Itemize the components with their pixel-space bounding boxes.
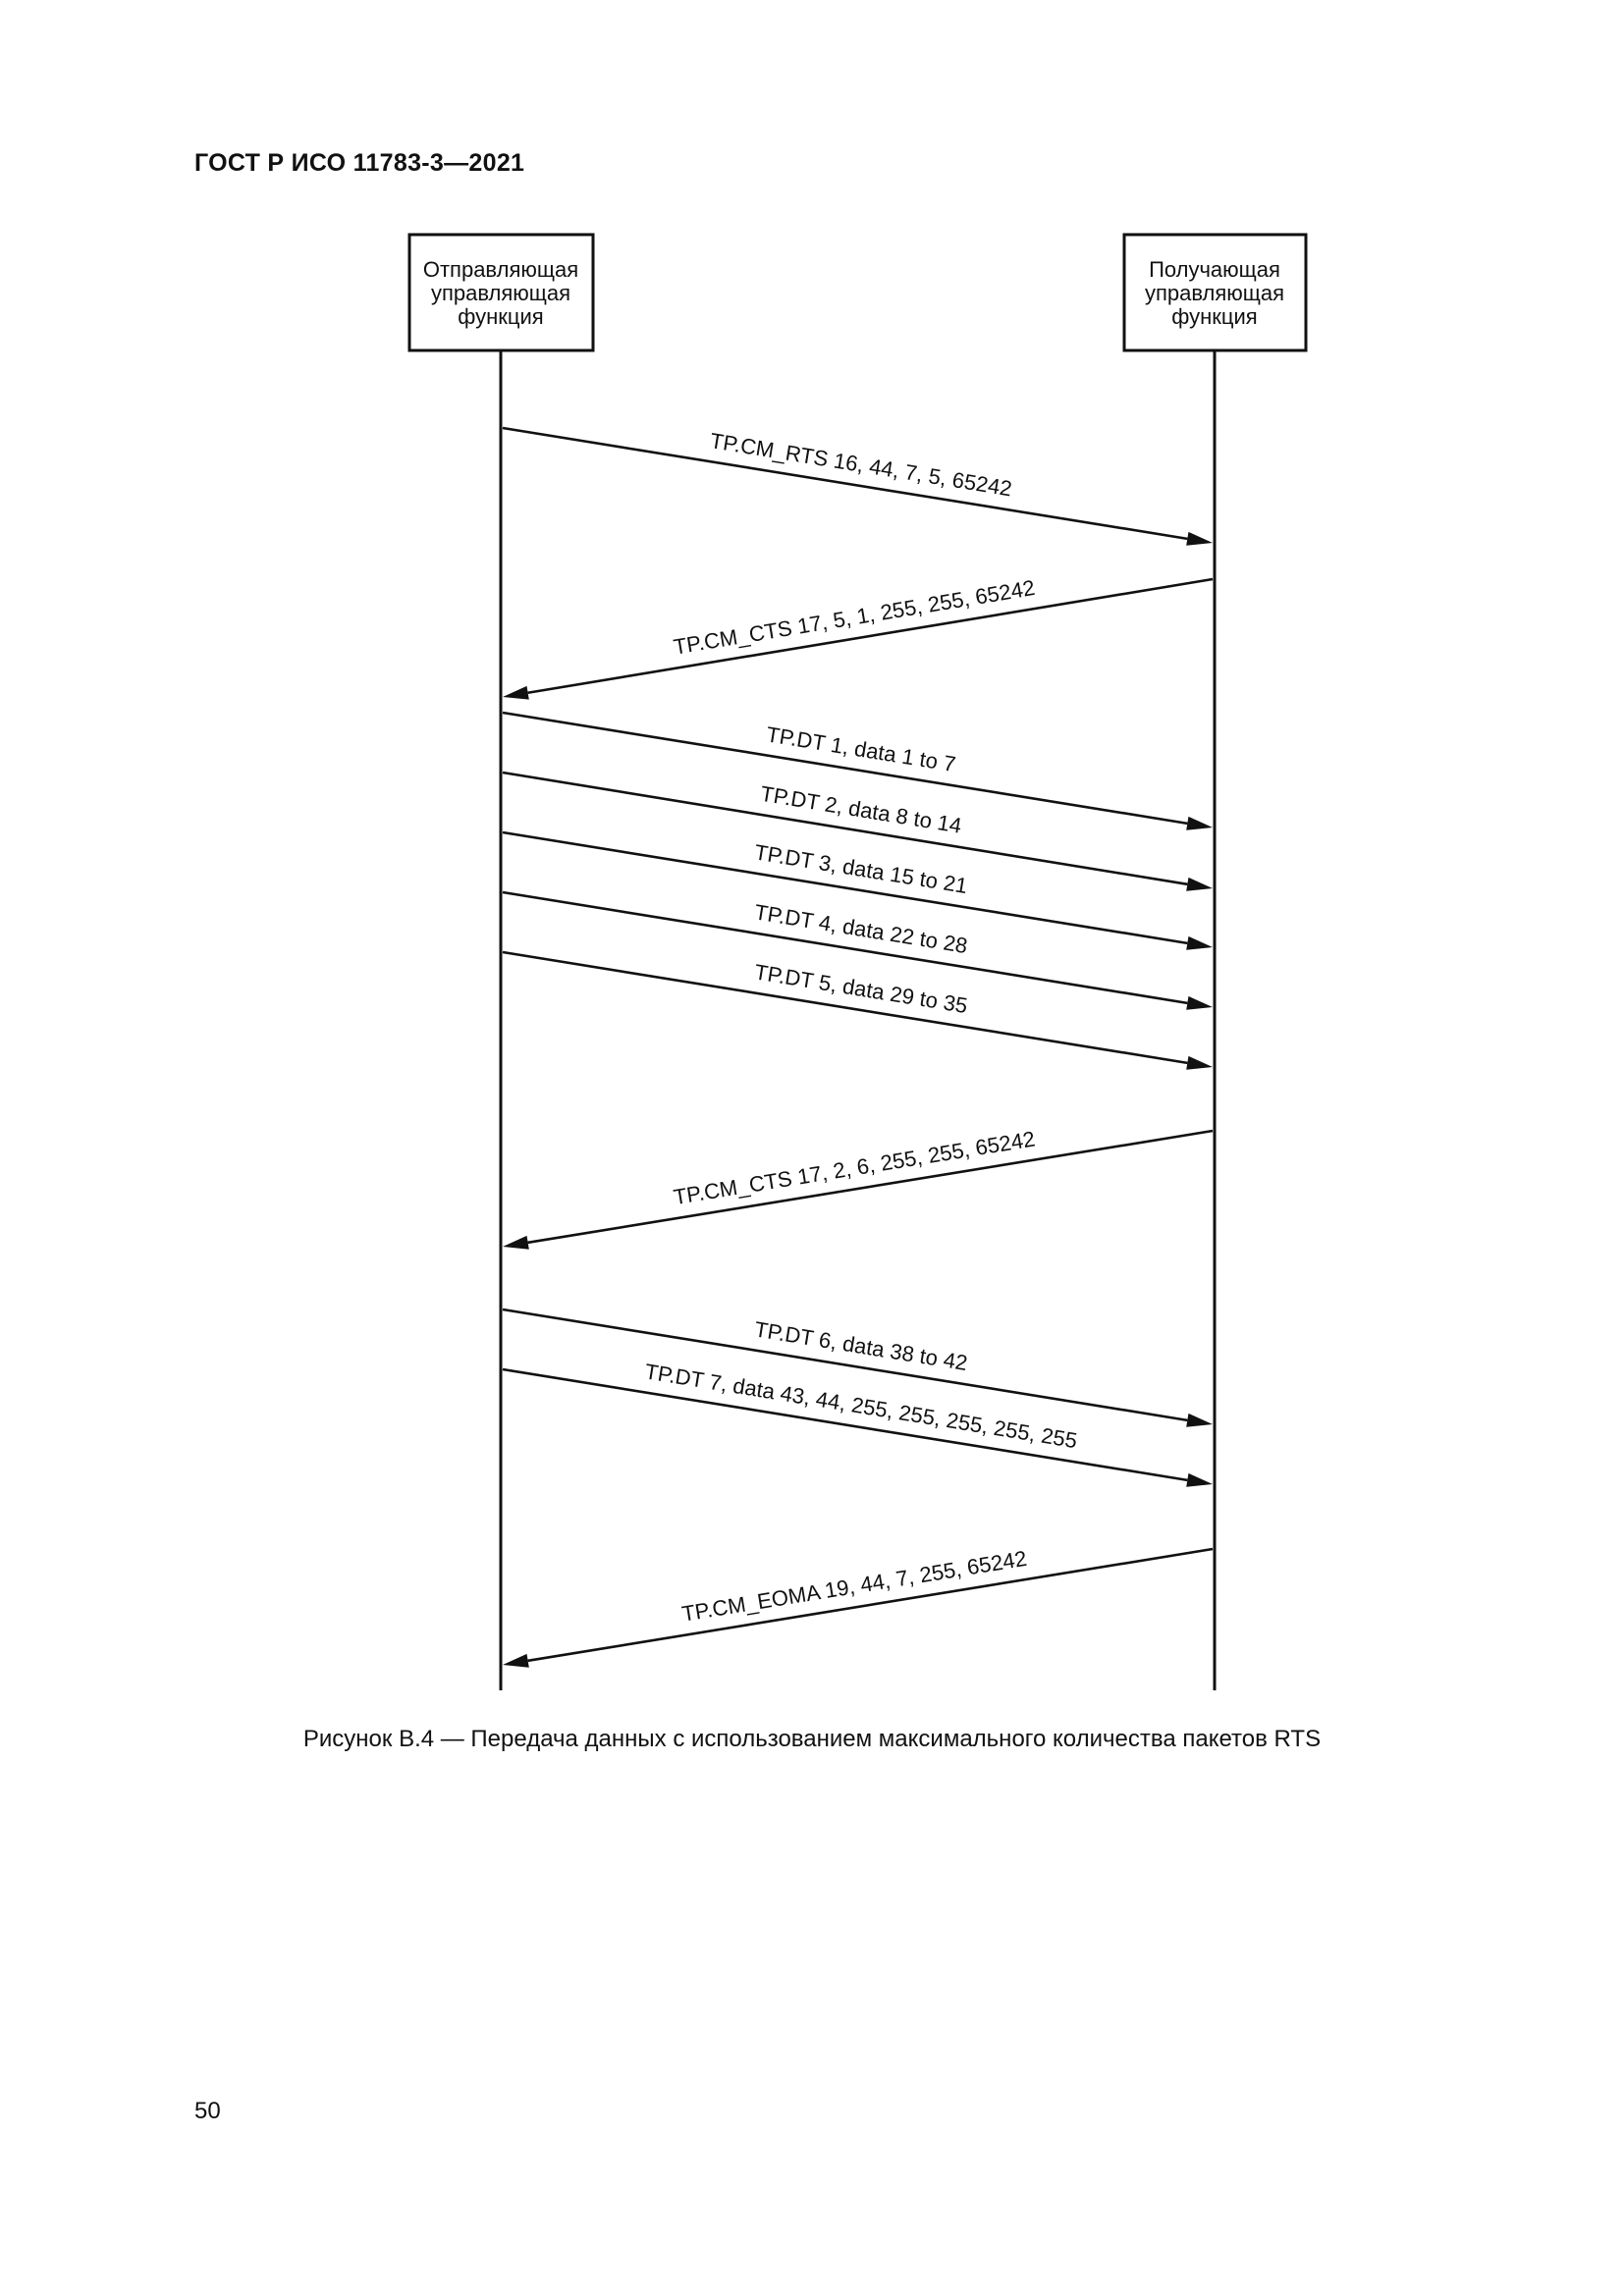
arrow-head-icon <box>1186 531 1213 546</box>
message-arrow-line <box>527 1129 1214 1245</box>
arrow-head-icon <box>1186 995 1213 1010</box>
actor-receiver-box <box>1122 233 1308 352</box>
arrow-head-icon <box>503 685 529 700</box>
arrow-head-icon <box>1186 816 1213 830</box>
actor-sender-label-line-1: Отправляющая <box>423 257 578 282</box>
message-label: TP.DT 2, data 8 to 14 <box>759 781 963 838</box>
message-arrow-line <box>502 711 1188 826</box>
arrow-head-icon <box>1186 1413 1213 1427</box>
message-arrow-line <box>502 1308 1188 1422</box>
message-arrow-line <box>502 890 1188 1005</box>
message-10: TP.DT 7, data 43, 44, 255, 255, 255, 255… <box>502 1359 1213 1487</box>
message-arrow-line <box>502 1367 1188 1482</box>
message-1: TP.CM_RTS 16, 44, 7, 5, 65242 <box>502 426 1213 546</box>
actor-receiver-label-line-3: функция <box>1171 304 1257 329</box>
actor-receiver: Получающая управляющая функция <box>1122 233 1308 352</box>
page-number: 50 <box>194 2098 221 2124</box>
arrow-head-icon <box>1186 935 1213 950</box>
arrow-head-icon <box>503 1235 529 1250</box>
message-11: TP.CM_EOMA 19, 44, 7, 255, 65242 <box>503 1546 1214 1668</box>
message-7: TP.DT 5, data 29 to 35 <box>502 950 1213 1070</box>
message-label: TP.CM_RTS 16, 44, 7, 5, 65242 <box>708 428 1013 501</box>
message-arrow-line <box>502 830 1188 945</box>
message-arrow-line <box>502 950 1188 1065</box>
actor-receiver-label-line-1: Получающая <box>1149 257 1280 282</box>
actor-sender-box <box>407 233 595 352</box>
message-arrow-line <box>502 771 1188 886</box>
message-arrow-line <box>527 577 1214 695</box>
message-label: TP.CM_EOMA 19, 44, 7, 255, 65242 <box>680 1546 1029 1627</box>
message-8: TP.CM_CTS 17, 2, 6, 255, 255, 65242 <box>503 1126 1214 1250</box>
arrow-head-icon <box>1186 1472 1213 1487</box>
arrow-head-icon <box>1186 1055 1213 1070</box>
actor-sender-label-line-3: функция <box>458 304 543 329</box>
message-arrow-line <box>527 1547 1214 1663</box>
document-header: ГОСТ Р ИСО 11783-3—2021 <box>194 149 525 177</box>
arrow-head-icon <box>1186 877 1213 891</box>
actor-sender: Отправляющая управляющая функция <box>407 233 595 352</box>
message-2: TP.CM_CTS 17, 5, 1, 255, 255, 65242 <box>503 575 1214 700</box>
actor-sender-label-line-2: управляющая <box>431 281 570 305</box>
message-arrow-line <box>502 426 1188 541</box>
message-label: TP.DT 7, data 43, 44, 255, 255, 255, 255… <box>643 1359 1079 1453</box>
actor-receiver-label-line-2: управляющая <box>1145 281 1284 305</box>
figure-caption: Рисунок В.4 — Передача данных с использо… <box>302 1726 1322 1752</box>
message-label: TP.DT 1, data 1 to 7 <box>765 721 957 776</box>
arrow-head-icon <box>503 1653 529 1668</box>
